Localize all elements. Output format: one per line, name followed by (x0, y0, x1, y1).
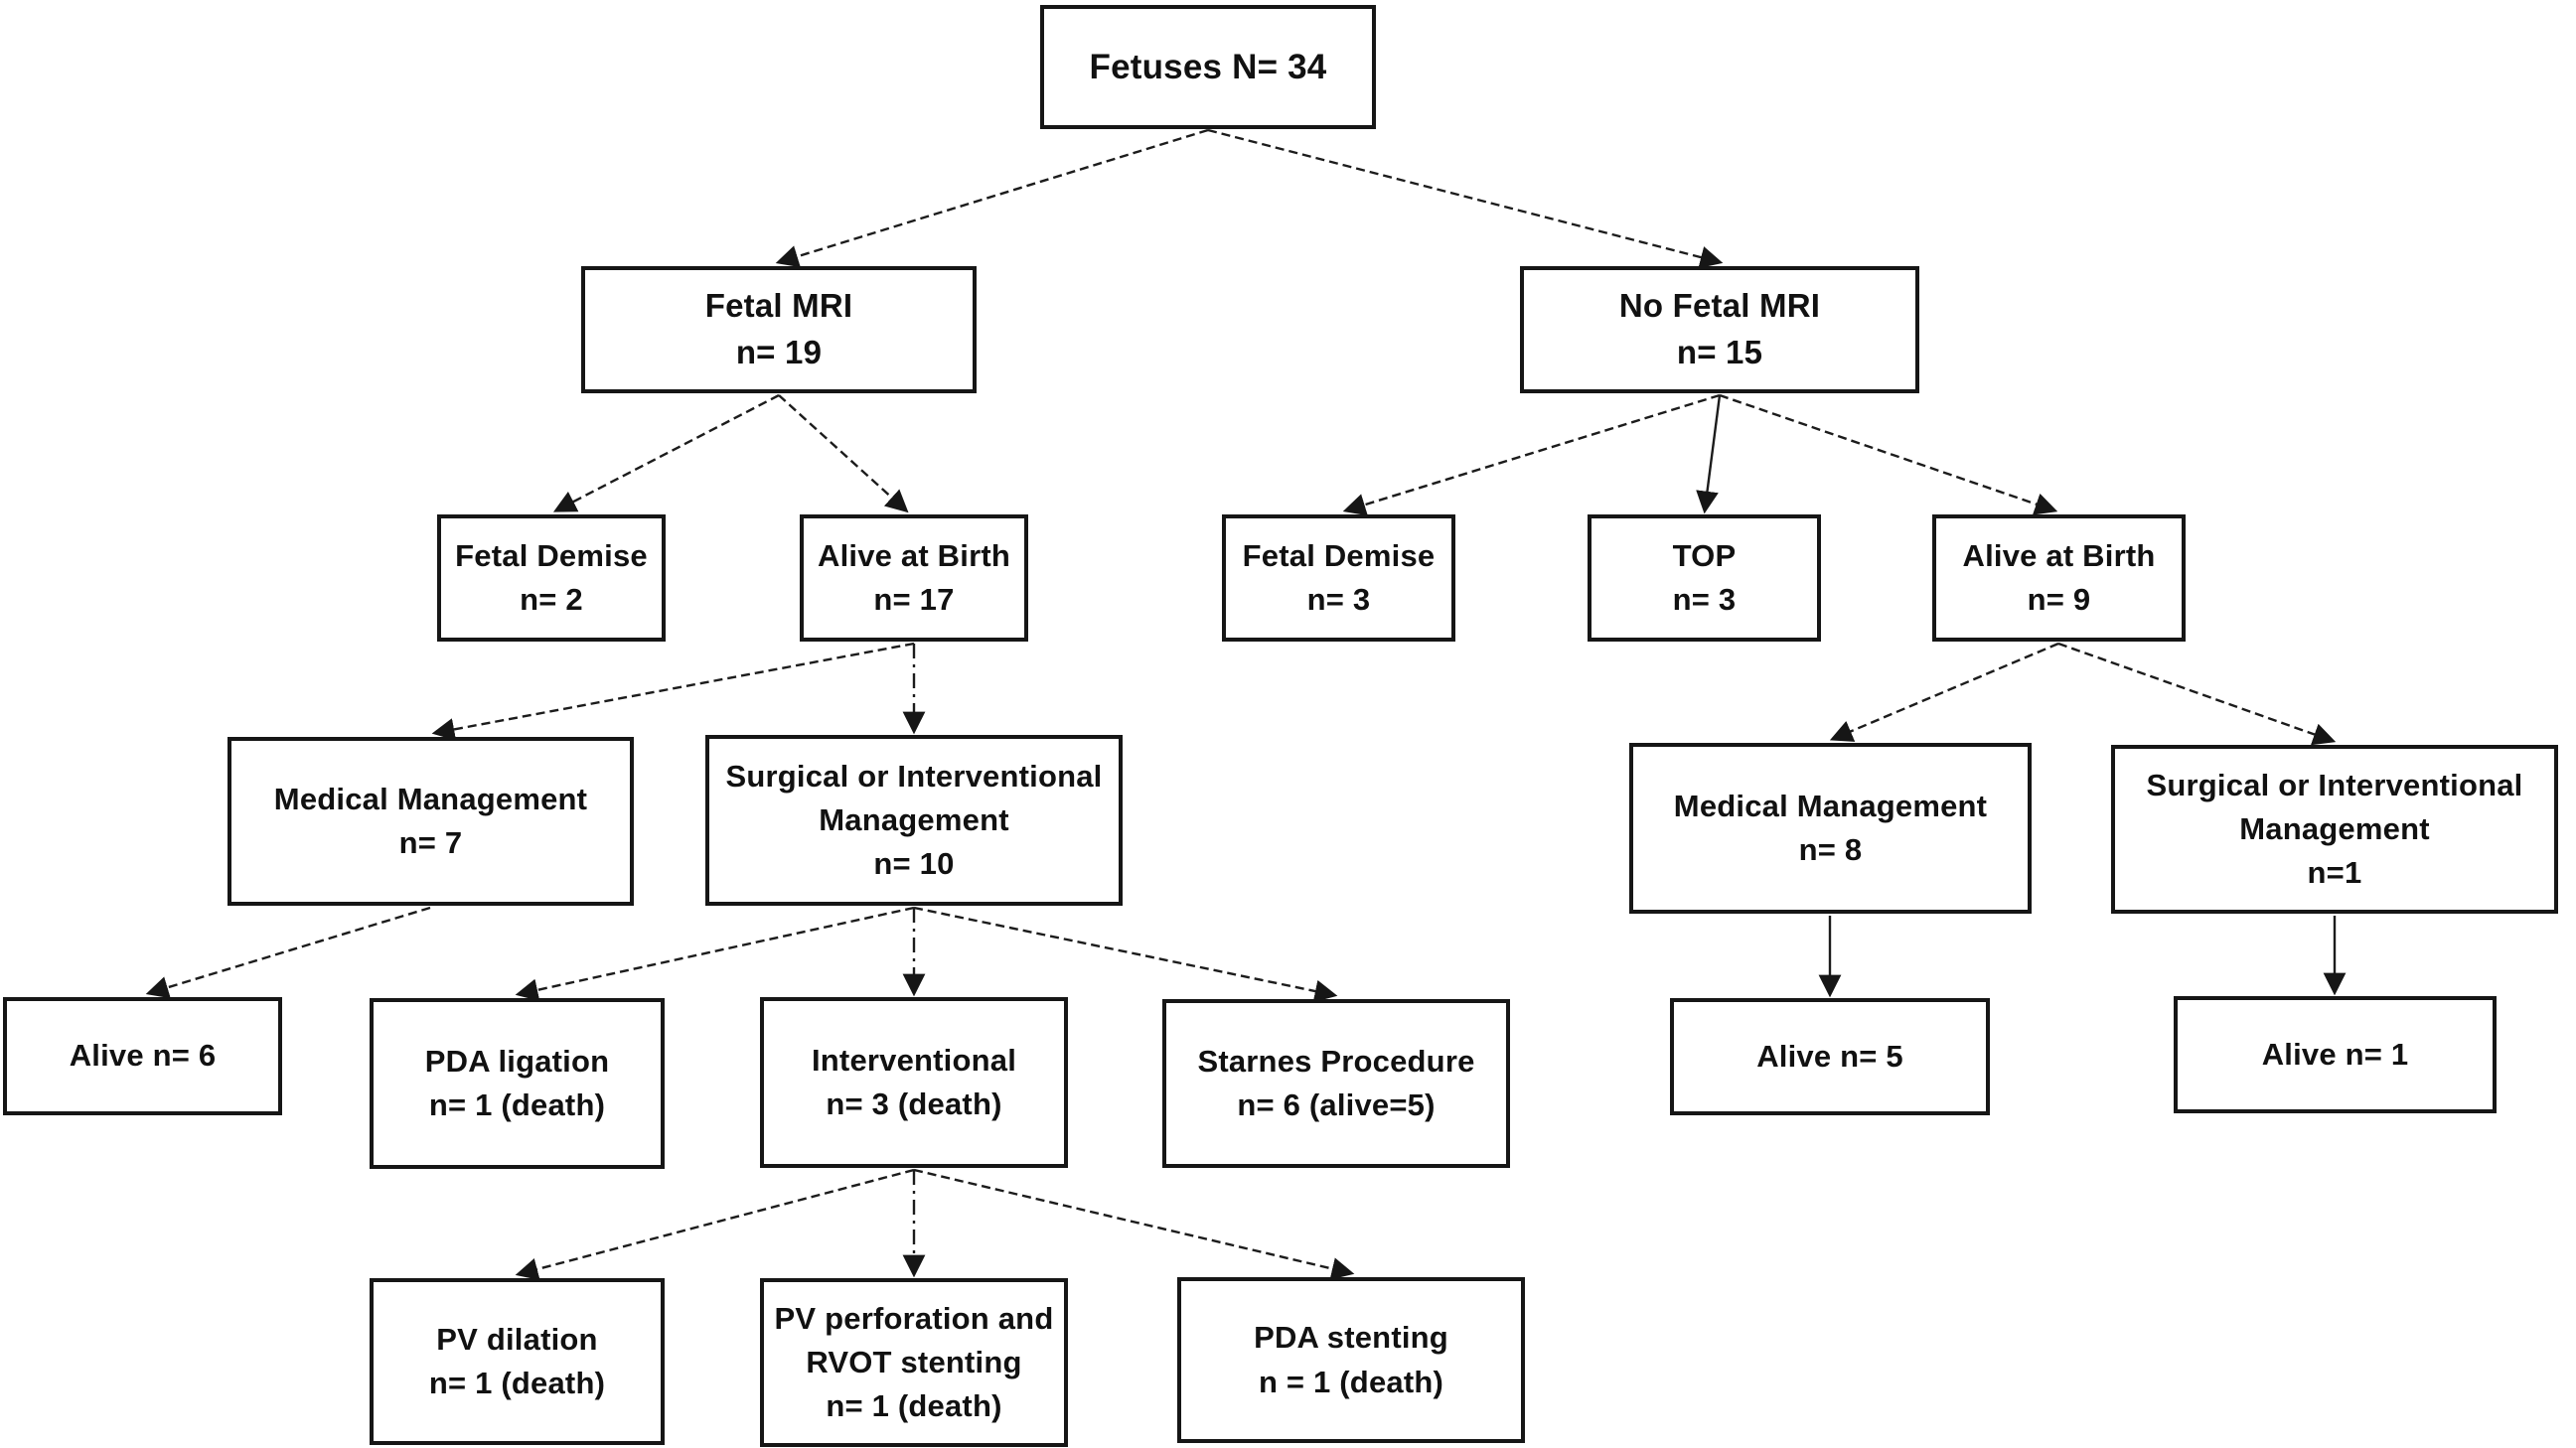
node-no-fetal-mri-label: No Fetal MRI n= 15 (1618, 287, 1821, 370)
node-starnes: Starnes Procedure n= 6 (alive=5) (1162, 999, 1510, 1168)
connector-interventional-to-pv-dilation (515, 1168, 915, 1281)
node-interventional-label: Interventional n= 3 (death) (811, 1042, 1017, 1121)
node-alive-1-label: Alive n= 1 (2261, 1036, 2409, 1072)
node-pda-ligation: PDA ligation n= 1 (death) (370, 998, 665, 1169)
node-pda-ligation-label: PDA ligation n= 1 (death) (424, 1043, 610, 1122)
connector-surgical10-to-pda-ligation (515, 906, 915, 1001)
node-medical-mgmt-mri-label: Medical Management n= 7 (273, 781, 588, 860)
node-starnes-label: Starnes Procedure n= 6 (alive=5) (1197, 1043, 1475, 1122)
connector-medical7-to-alive6 (145, 906, 431, 999)
node-medical-mgmt-no-mri: Medical Management n= 8 (1629, 743, 2032, 914)
connector-alive17-to-medical-mgmt (431, 642, 915, 741)
node-alive-at-birth-mri-label: Alive at Birth n= 17 (817, 537, 1010, 617)
node-pv-perforation: PV perforation and RVOT stenting n= 1 (d… (760, 1278, 1068, 1447)
node-medical-mgmt-no-mri-label: Medical Management n= 8 (1673, 788, 1988, 867)
node-alive-5: Alive n= 5 (1670, 998, 1990, 1115)
node-alive-6-label: Alive n= 6 (69, 1038, 217, 1074)
connector-alive9-to-surgical-mgmt (2057, 642, 2337, 746)
connector-interventional-to-pda-stenting (913, 1168, 1355, 1280)
node-pv-dilation: PV dilation n= 1 (death) (370, 1278, 665, 1445)
node-medical-mgmt-mri: Medical Management n= 7 (227, 737, 634, 906)
node-no-fetal-mri: No Fetal MRI n= 15 (1520, 266, 1919, 393)
node-fetuses: Fetuses N= 34 (1040, 5, 1376, 129)
connector-no-fetal-mri-to-top (1696, 394, 1722, 514)
node-surgical-mgmt-mri: Surgical or Interventional Management n=… (705, 735, 1123, 906)
node-surgical-mgmt-no-mri: Surgical or Interventional Management n=… (2111, 745, 2558, 914)
connector-fetal-mri-to-fetal-demise (552, 393, 780, 512)
node-alive-1: Alive n= 1 (2174, 996, 2497, 1113)
node-alive-5-label: Alive n= 5 (1756, 1038, 1903, 1074)
node-fetal-demise-no-mri: Fetal Demise n= 3 (1222, 514, 1455, 642)
node-top: TOP n= 3 (1588, 514, 1821, 642)
node-surgical-mgmt-no-mri-label: Surgical or Interventional Management n=… (2146, 767, 2523, 890)
node-fetuses-label: Fetuses N= 34 (1089, 47, 1327, 86)
connector-fetuses-to-no-fetal-mri (1207, 128, 1724, 269)
node-alive-at-birth-no-mri-label: Alive at Birth n= 9 (1962, 537, 2156, 617)
connector-fetal-mri-to-alive-at-birth (778, 394, 909, 513)
node-alive-6: Alive n= 6 (3, 997, 282, 1115)
node-surgical-mgmt-mri-label: Surgical or Interventional Management n=… (725, 758, 1103, 881)
node-fetal-demise-mri-label: Fetal Demise n= 2 (455, 537, 648, 617)
connector-no-fetal-mri-to-alive-at-birth (1719, 393, 2058, 515)
node-alive-at-birth-no-mri: Alive at Birth n= 9 (1932, 514, 2186, 642)
node-pda-stenting-label: PDA stenting n = 1 (death) (1254, 1320, 1448, 1399)
node-pda-stenting: PDA stenting n = 1 (death) (1177, 1277, 1525, 1443)
connector-surgical10-to-starnes (913, 906, 1338, 1003)
node-pv-perforation-label: PV perforation and RVOT stenting n= 1 (d… (774, 1300, 1054, 1423)
node-alive-at-birth-mri: Alive at Birth n= 17 (800, 514, 1028, 642)
connector-alive9-to-medical-mgmt (1829, 642, 2059, 742)
node-fetal-demise-mri: Fetal Demise n= 2 (437, 514, 666, 642)
node-pv-dilation-label: PV dilation n= 1 (death) (428, 1321, 606, 1400)
connector-no-fetal-mri-to-fetal-demise (1342, 393, 1721, 516)
node-fetal-mri: Fetal MRI n= 19 (581, 266, 977, 393)
node-interventional: Interventional n= 3 (death) (760, 997, 1068, 1168)
connector-fetuses-to-fetal-mri (775, 128, 1209, 268)
node-fetal-mri-label: Fetal MRI n= 19 (704, 287, 853, 370)
node-fetal-demise-no-mri-label: Fetal Demise n= 3 (1242, 537, 1436, 617)
node-top-label: TOP n= 3 (1672, 537, 1737, 617)
